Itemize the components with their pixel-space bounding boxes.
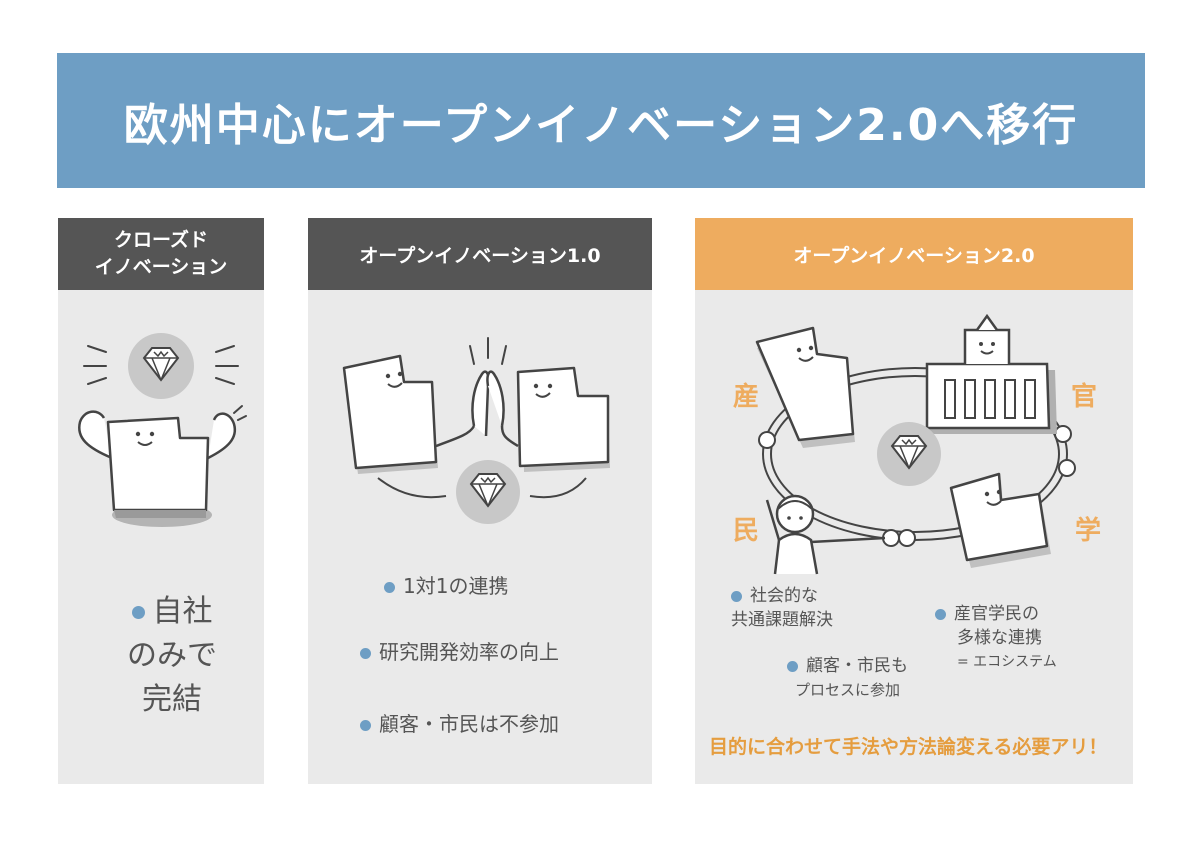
closed-innovation-header-line-2: イノベーション <box>94 256 228 278</box>
closed-text-line-3: 完結 <box>142 682 202 717</box>
closed-innovation-header-line-1: クローズド <box>113 229 209 251</box>
page-title: 欧州中心にオープンイノベーション2.0へ移行 <box>123 99 1079 151</box>
open-innovation-1-panel: オープンイノベーション1.0 1対1の連携 研究開発効率の向上 顧客・市民は <box>308 218 652 784</box>
closed-text-line-2: のみで <box>127 638 217 673</box>
sector-government-label: 官 <box>1071 382 1098 412</box>
diamond-icon <box>128 333 194 399</box>
person-icon <box>765 494 886 575</box>
academia-character-icon <box>949 472 1051 568</box>
bullet-no-customer-participation: 顧客・市民は不参加 <box>360 708 559 737</box>
building-character-icon <box>755 326 855 448</box>
bullet-one-to-one: 1対1の連携 <box>384 570 508 599</box>
open-innovation-2-panel: オープンイノベーション2.0 <box>695 218 1133 784</box>
closed-text-line-1: 自社 <box>152 594 213 629</box>
diamond-icon <box>877 422 941 486</box>
bullet-dot <box>131 606 145 619</box>
sector-citizens-label: 民 <box>733 516 760 546</box>
sector-academia-label: 学 <box>1075 516 1102 546</box>
diamond-icon <box>456 460 520 524</box>
closed-innovation-description: 自社 のみで 完結 <box>92 590 252 722</box>
title-banner: 欧州中心にオープンイノベーション2.0へ移行 <box>57 53 1145 188</box>
quadruple-helix-illustration <box>755 313 1076 575</box>
sector-industry-label: 産 <box>733 382 760 412</box>
open-innovation-1-illustration <box>342 337 610 524</box>
bullet-rd-efficiency: 研究開発効率の向上 <box>360 636 559 665</box>
bullet-ecosystem: 産官学民の 多様な連携 = エコシステム <box>935 602 1057 674</box>
open-innovation-2-header: オープンイノベーション2.0 <box>695 218 1133 290</box>
bullet-social-issues: 社会的な 共通課題解決 <box>731 586 833 630</box>
closed-innovation-header: クローズド イノベーション <box>58 218 264 290</box>
closed-innovation-panel: クローズド イノベーション 自社 のみで 完結 <box>58 218 264 784</box>
open-innovation-1-header: オープンイノベーション1.0 <box>308 218 652 290</box>
closed-innovation-illustration <box>78 333 247 527</box>
bullet-customer-participation: 顧客・市民も プロセスに参加 <box>787 654 908 702</box>
conclusion-text: 目的に合わせて手法や方法論変える必要アリ！ <box>709 736 1108 758</box>
government-building-icon <box>925 313 1057 434</box>
